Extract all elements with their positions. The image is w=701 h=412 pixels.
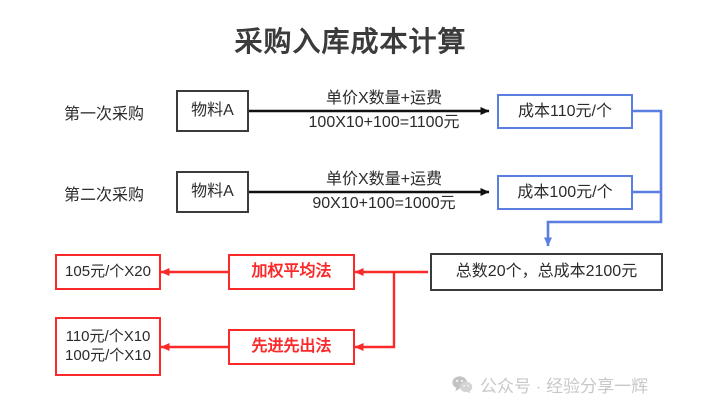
row-label-first-purchase: 第一次采购: [64, 106, 145, 123]
method-label-fifo: 先进先出法: [251, 338, 332, 355]
result-weighted-average-line1: 105元/个X20: [65, 262, 151, 280]
method-box-fifo: 先进先出法: [228, 329, 355, 365]
page-title: 采购入库成本计算: [234, 26, 467, 57]
cost-box-row1: 成本110元/个: [497, 94, 633, 129]
wechat-icon: [452, 376, 473, 394]
result-fifo-line1: 110元/个X10: [65, 327, 151, 345]
result-box-fifo: 110元/个X10 100元/个X10: [55, 317, 161, 376]
formula-row1: 单价X数量+运费 100X10+100=1100元: [279, 84, 489, 132]
formula-row2-denominator: 90X10+100=1000元: [312, 195, 456, 212]
formula-row1-denominator: 100X10+100=1100元: [308, 114, 460, 131]
formula-row2-numerator: 单价X数量+运费: [325, 171, 443, 188]
row-label-second-purchase: 第二次采购: [64, 187, 145, 204]
method-label-weighted-average: 加权平均法: [251, 263, 332, 280]
wire-total-to-fifo: [354, 272, 396, 351]
watermark: 公众号 · 经验分享一辉: [452, 372, 648, 397]
formula-row2: 单价X数量+运费 90X10+100=1000元: [279, 165, 489, 213]
result-box-weighted-average: 105元/个X20: [55, 254, 161, 290]
watermark-text: 公众号 · 经验分享一辉: [480, 377, 649, 396]
material-box-row1: 物料A: [176, 90, 249, 132]
cost-box-row2: 成本100元/个: [497, 175, 633, 210]
result-fifo-line2: 100元/个X10: [65, 346, 151, 364]
formula-row1-numerator: 单价X数量+运费: [325, 90, 443, 107]
material-box-row2: 物料A: [176, 171, 249, 213]
total-box: 总数20个，总成本2100元: [430, 253, 663, 291]
method-box-weighted-average: 加权平均法: [228, 254, 355, 290]
